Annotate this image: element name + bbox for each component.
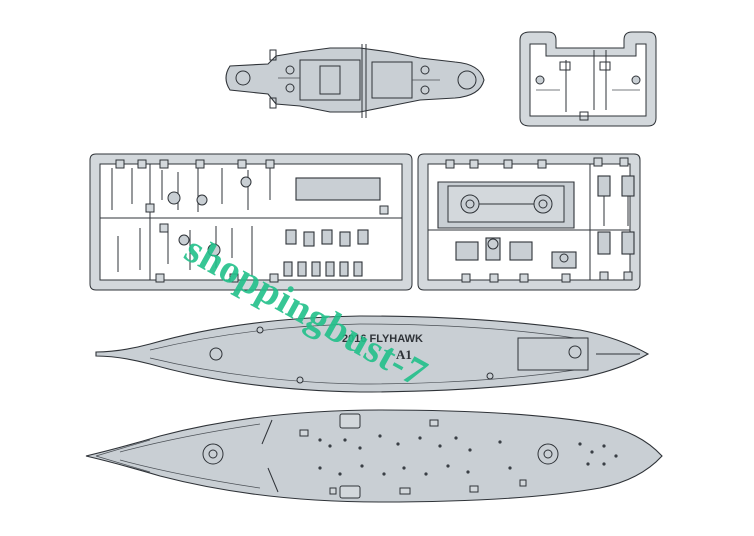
deck-top-view (85, 409, 663, 503)
parts-sprue-left (89, 153, 413, 291)
part-code-label: A1 (396, 347, 412, 362)
superstructure-part (225, 44, 485, 118)
hull-label: 2016 FLYHAWK (342, 333, 423, 345)
parts-sprue-right (417, 153, 641, 291)
hull-bottom-part: 2016 FLYHAWK A1 (95, 315, 650, 393)
small-sprue (519, 31, 657, 127)
